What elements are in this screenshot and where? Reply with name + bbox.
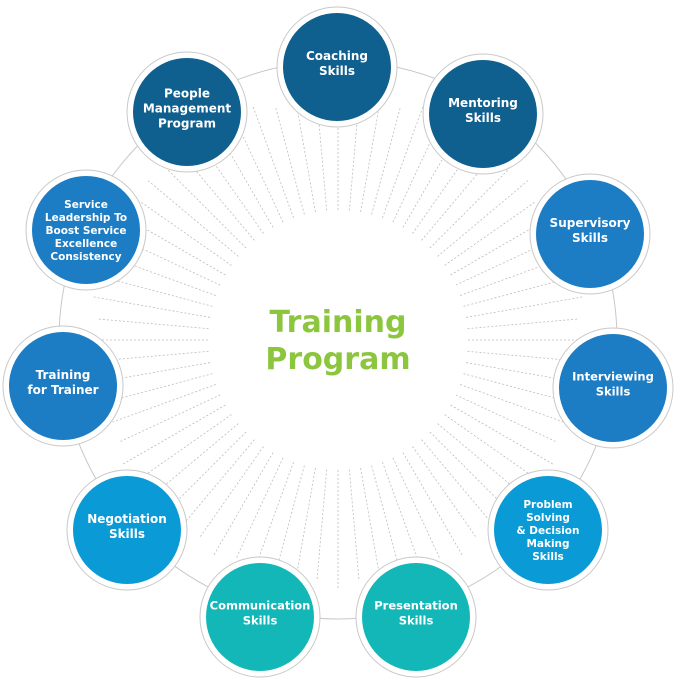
node-label-line: Service [64, 199, 108, 211]
node-label-line: Skills [243, 614, 278, 628]
node-label-line: Boost Service [45, 225, 126, 237]
node-circle [133, 58, 241, 166]
dashed-ray [467, 318, 578, 330]
node-label-line: Supervisory [550, 216, 631, 230]
node-circle [559, 334, 667, 442]
radial-dashed-lines [88, 90, 588, 590]
node-label-line: Consistency [50, 251, 121, 263]
node-circle [206, 563, 314, 671]
skill-nodes: CoachingSkillsMentoringSkillsSupervisory… [2, 6, 674, 678]
dashed-ray [252, 104, 294, 218]
dashed-ray [120, 394, 221, 442]
dashed-ray [212, 452, 274, 557]
node-label-line: People [164, 86, 210, 100]
dashed-ray [382, 462, 424, 576]
dashed-ray [168, 431, 247, 510]
dashed-ray [294, 93, 316, 213]
dashed-ray [102, 384, 216, 426]
node-label-line: Skills [532, 551, 564, 563]
node-label-line: & Decision [516, 525, 579, 537]
node-label-line: Leadership To [45, 212, 127, 224]
dashed-ray [98, 318, 209, 330]
dashed-ray [252, 462, 294, 576]
dashed-ray [91, 296, 211, 318]
dashed-ray [421, 439, 500, 532]
dashed-ray [176, 439, 255, 532]
dashed-ray [121, 404, 226, 466]
node-label-line: Skills [596, 385, 631, 399]
dashed-ray [382, 104, 424, 218]
node-circle [362, 563, 470, 671]
dashed-ray [402, 452, 464, 557]
node-label-line: Training [36, 368, 91, 382]
node-label-line: Mentoring [448, 96, 518, 110]
dashed-ray [294, 467, 316, 587]
node-label-line: Making [526, 538, 569, 550]
node-circle [494, 476, 602, 584]
dashed-ray [168, 170, 247, 249]
dashed-ray [316, 469, 328, 580]
dashed-ray [465, 296, 585, 318]
dashed-ray [146, 178, 239, 257]
dashed-ray [236, 122, 284, 223]
node-circle [9, 332, 117, 440]
node-label-line: Excellence [55, 238, 117, 250]
dashed-ray [460, 384, 574, 426]
node-label-line: Coaching [306, 49, 368, 63]
dashed-ray [236, 457, 284, 558]
node-label-line: Presentation [374, 599, 458, 613]
node-circle [536, 180, 644, 288]
dashed-ray [176, 148, 255, 241]
node-circle [283, 13, 391, 121]
node-label-line: Skills [109, 527, 145, 541]
dashed-ray [360, 467, 382, 587]
dashed-ray [392, 457, 440, 558]
node-label-line: Communication [210, 599, 311, 613]
dashed-ray [402, 123, 464, 228]
node-label-line: Solving [526, 512, 570, 524]
dashed-ray [360, 93, 382, 213]
dashed-ray [437, 178, 530, 257]
dashed-ray [455, 394, 556, 442]
dashed-ray [121, 214, 226, 276]
node-label-line: Negotiation [87, 512, 167, 526]
title-line-2: Program [265, 342, 410, 377]
dashed-ray [429, 431, 508, 510]
node-circle [73, 476, 181, 584]
node-label-line: Skills [572, 231, 608, 245]
node-label-line: Skills [319, 64, 355, 78]
title-line-1: Training [270, 305, 407, 340]
node-label-line: Problem [523, 499, 572, 511]
node-label-line: Management [143, 101, 232, 115]
dashed-ray [91, 362, 211, 384]
dashed-ray [429, 170, 508, 249]
node-label-line: Skills [399, 614, 434, 628]
node-circle [32, 176, 140, 284]
dashed-ray [212, 123, 274, 228]
node-label-line: for Trainer [27, 383, 98, 397]
node-circle [429, 60, 537, 168]
node-label-line: Skills [465, 111, 501, 125]
node-label-line: Interviewing [572, 370, 654, 384]
dashed-ray [450, 404, 555, 466]
node-label-line: Program [158, 116, 216, 130]
dashed-ray [348, 469, 360, 580]
